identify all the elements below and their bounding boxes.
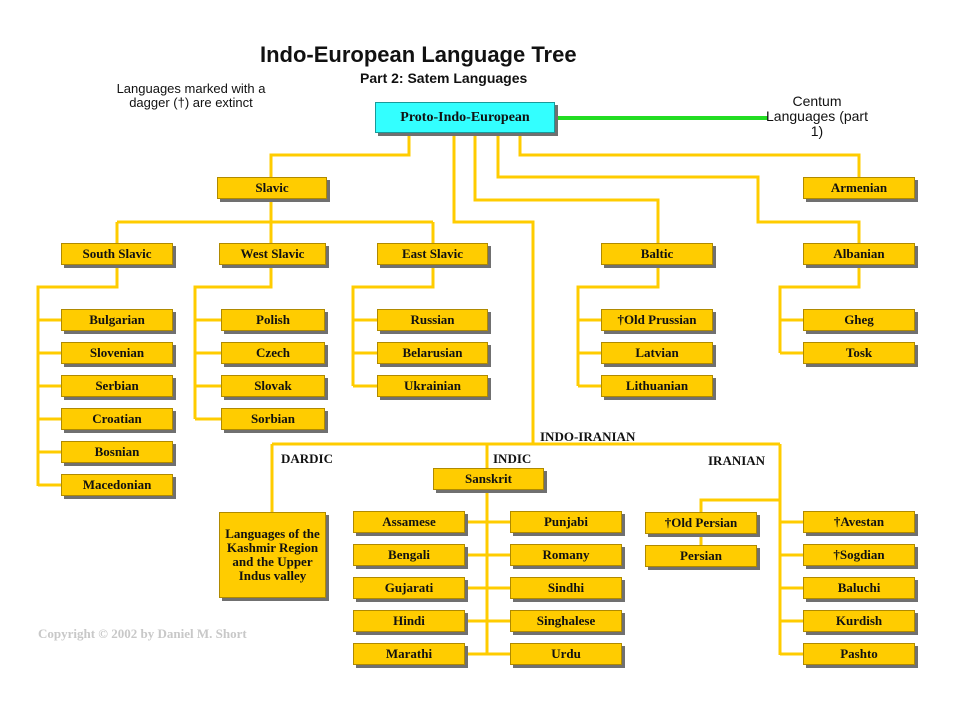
- section-iranian: IRANIAN: [708, 453, 766, 468]
- node-serbian: Serbian: [61, 375, 173, 397]
- node-bosnian: Bosnian: [61, 441, 173, 463]
- node-pashto: Pashto: [803, 643, 915, 665]
- node-tosk: Tosk: [803, 342, 915, 364]
- node-polish: Polish: [221, 309, 325, 331]
- node-czech: Czech: [221, 342, 325, 364]
- node-kurdish: Kurdish: [803, 610, 915, 632]
- node-bengali: Bengali: [353, 544, 465, 566]
- node-macedonian: Macedonian: [61, 474, 173, 496]
- extinct-note: Languages marked with a dagger (†) are e…: [116, 81, 266, 110]
- section-indic: INDIC: [493, 451, 532, 466]
- node-west-slavic: West Slavic: [219, 243, 326, 265]
- node-croatian: Croatian: [61, 408, 173, 430]
- node-sanskrit: Sanskrit: [433, 468, 544, 490]
- node-armenian: Armenian: [803, 177, 915, 199]
- node-punjabi: Punjabi: [510, 511, 622, 533]
- node-singhalese: Singhalese: [510, 610, 622, 632]
- page-subtitle: Part 2: Satem Languages: [360, 70, 528, 86]
- centum-label: Centum Languages (part 1): [766, 93, 868, 139]
- node-baluchi: Baluchi: [803, 577, 915, 599]
- node-slavic: Slavic: [217, 177, 327, 199]
- node-persian: Persian: [645, 545, 757, 567]
- node-proto-indo-european: Proto-Indo-European: [375, 102, 555, 133]
- node-dardic-languages: Languages of the Kashmir Region and the …: [219, 512, 326, 598]
- node-gheg: Gheg: [803, 309, 915, 331]
- node-russian: Russian: [377, 309, 488, 331]
- node-slovak: Slovak: [221, 375, 325, 397]
- node-old-persian: †Old Persian: [645, 512, 757, 534]
- node-latvian: Latvian: [601, 342, 713, 364]
- section-dardic: DARDIC: [281, 451, 333, 466]
- node-south-slavic: South Slavic: [61, 243, 173, 265]
- node-albanian: Albanian: [803, 243, 915, 265]
- node-east-slavic: East Slavic: [377, 243, 488, 265]
- page-title: Indo-European Language Tree: [260, 42, 577, 67]
- node-urdu: Urdu: [510, 643, 622, 665]
- node-romany: Romany: [510, 544, 622, 566]
- node-baltic: Baltic: [601, 243, 713, 265]
- node-gujarati: Gujarati: [353, 577, 465, 599]
- node-lithuanian: Lithuanian: [601, 375, 713, 397]
- node-ukrainian: Ukrainian: [377, 375, 488, 397]
- node-sindhi: Sindhi: [510, 577, 622, 599]
- node-bulgarian: Bulgarian: [61, 309, 173, 331]
- node-old-prussian: †Old Prussian: [601, 309, 713, 331]
- node-marathi: Marathi: [353, 643, 465, 665]
- copyright-text: Copyright © 2002 by Daniel M. Short: [38, 626, 247, 641]
- node-slovenian: Slovenian: [61, 342, 173, 364]
- node-belarusian: Belarusian: [377, 342, 488, 364]
- section-indo-iranian: INDO-IRANIAN: [540, 429, 636, 444]
- node-hindi: Hindi: [353, 610, 465, 632]
- node-sorbian: Sorbian: [221, 408, 325, 430]
- node-assamese: Assamese: [353, 511, 465, 533]
- node-sogdian: †Sogdian: [803, 544, 915, 566]
- node-avestan: †Avestan: [803, 511, 915, 533]
